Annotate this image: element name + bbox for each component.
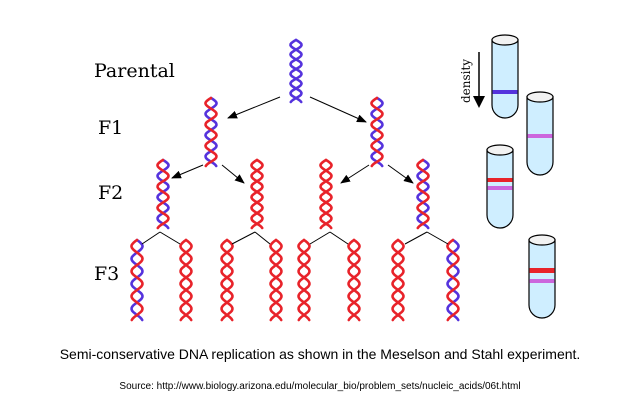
label-f3: F3: [94, 263, 120, 285]
source-citation: Source: http://www.biology.arizona.edu/m…: [119, 381, 521, 392]
helix-f3-4-strand-b: [269, 238, 283, 322]
helix-f3-2-strand-b: [179, 238, 193, 322]
helix-f3-7-strand-b: [391, 238, 405, 322]
helix-f2-2-strand-b: [250, 158, 264, 230]
helix-f3-2: [179, 238, 193, 322]
fork-f2-1-l: [141, 231, 161, 245]
helix-f3-8: [446, 238, 460, 322]
tube-parental: [491, 34, 519, 119]
tube-f1-cap: [526, 91, 554, 103]
fork-f2-4-r: [426, 231, 449, 245]
helix-parental-strand-b: [289, 38, 303, 104]
helix-parental: [289, 38, 303, 104]
fork-f2-3-r: [329, 231, 349, 245]
arrow-f1r-to-f2-3: [340, 164, 370, 184]
tube-f1-band-1: [527, 134, 553, 138]
tube-parental-body: [491, 39, 519, 119]
helix-f2-1-strand-b: [156, 158, 170, 230]
arrow-p-to-f1-left: [227, 96, 281, 119]
tube-f2-cap: [486, 144, 514, 156]
helix-f3-4: [269, 238, 283, 322]
helix-f2-4: [416, 158, 430, 230]
tube-f3: [528, 234, 556, 319]
label-parental: Parental: [94, 60, 175, 82]
helix-f3-5: [297, 238, 311, 322]
helix-f2-2: [250, 158, 264, 230]
helix-f3-3-strand-b: [220, 238, 234, 322]
helix-f3-6: [347, 238, 361, 322]
density-arrow-icon: [473, 52, 485, 108]
helix-f3-1-strand-b: [130, 238, 144, 322]
helix-f2-1: [156, 158, 170, 230]
helix-f3-7: [391, 238, 405, 322]
helix-f3-1: [130, 238, 144, 322]
fork-f2-4-l: [404, 231, 428, 245]
tube-f3-cap: [528, 234, 556, 246]
helix-f3-5-strand-b: [297, 238, 311, 322]
helix-f1-right: [370, 96, 384, 168]
density-label: density: [459, 58, 474, 104]
label-f1: F1: [98, 117, 124, 139]
fork-f2-3-l: [309, 231, 331, 245]
arrow-f1l-to-f2-1: [171, 164, 204, 179]
tube-f2-band-1: [487, 178, 513, 182]
helix-f1-left: [204, 96, 218, 168]
arrow-f1r-to-f2-4: [387, 164, 414, 184]
tube-parental-cap: [491, 34, 519, 46]
generation-arrows: [141, 96, 449, 245]
helix-f2-3: [319, 158, 333, 230]
caption: Semi-conservative DNA replication as sho…: [59, 346, 581, 362]
fork-f2-1-r: [159, 231, 181, 245]
tube-f1: [526, 91, 554, 176]
helix-f3-3: [220, 238, 234, 322]
helix-f3-8-strand-b: [446, 238, 460, 322]
helix-f2-4-strand-b: [416, 158, 430, 230]
tube-f3-band-2: [529, 279, 555, 283]
arrow-p-to-f1-right: [309, 96, 367, 123]
tube-f3-band-1: [529, 268, 555, 273]
tube-parental-band-1: [492, 90, 518, 94]
tube-f2-band-2: [487, 186, 513, 190]
arrow-f1l-to-f2-2: [221, 164, 245, 184]
fork-f2-2-l: [231, 231, 256, 245]
density-tubes: [486, 34, 556, 319]
density-arrow-head: [473, 96, 485, 108]
fork-f2-2-r: [254, 231, 271, 245]
helix-f3-6-strand-b: [347, 238, 361, 322]
helix-f1-left-strand-b: [204, 96, 218, 168]
tube-f2: [486, 144, 514, 229]
helix-f2-3-strand-b: [319, 158, 333, 230]
label-f2: F2: [98, 182, 124, 204]
helix-f1-right-strand-b: [370, 96, 384, 168]
dna-helices: [130, 38, 460, 322]
